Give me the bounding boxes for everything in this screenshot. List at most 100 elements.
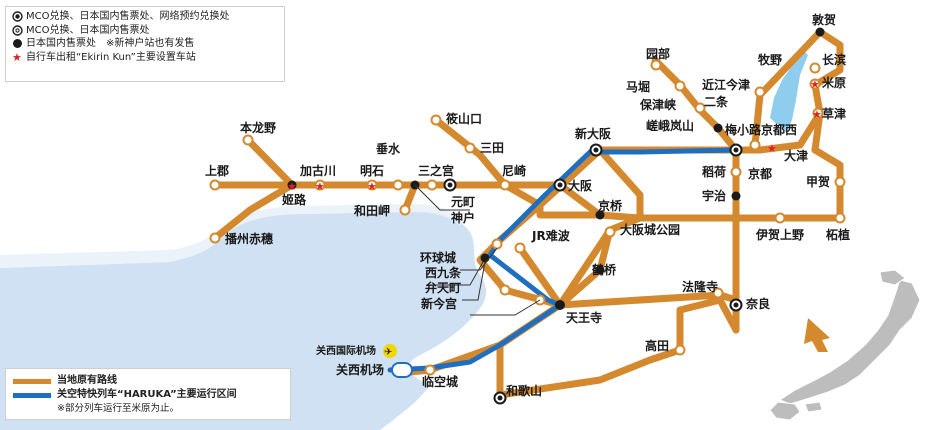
- station-marker[interactable]: [557, 182, 563, 188]
- station-marker[interactable]: [391, 362, 413, 378]
- station-label: 和田岬: [353, 203, 390, 218]
- inset-arrow-icon: [804, 318, 830, 352]
- station-marker[interactable]: [713, 123, 723, 133]
- station-marker[interactable]: [733, 302, 739, 308]
- station-label: 天王寺: [566, 310, 602, 325]
- station-marker[interactable]: [314, 179, 326, 191]
- station-marker[interactable]: [674, 344, 686, 356]
- local-line-swatch: [13, 378, 51, 384]
- station-label: 马堀: [626, 79, 650, 94]
- station-label: 元町: [451, 195, 475, 209]
- line-hokuriku: [811, 28, 844, 154]
- station-marker[interactable]: [834, 176, 846, 188]
- station-marker[interactable]: [480, 253, 490, 263]
- station-label: 草津: [822, 106, 846, 121]
- station-marker[interactable]: [287, 180, 297, 190]
- ticket-office-icon: [12, 38, 26, 49]
- station-label: 保津峡: [639, 97, 676, 112]
- line-jrnamba: [516, 244, 564, 309]
- bike-rental-star-icon: ★: [812, 108, 822, 121]
- station-marker[interactable]: [209, 179, 221, 191]
- station-marker[interactable]: [430, 114, 442, 126]
- airport-icon: [383, 344, 397, 358]
- station-marker[interactable]: [447, 182, 453, 188]
- station-label: 大津: [784, 148, 808, 163]
- station-label: 关西机场: [336, 362, 384, 377]
- station-label: 弁天町: [425, 280, 461, 295]
- station-marker[interactable]: [499, 179, 511, 191]
- station-marker[interactable]: [749, 139, 761, 151]
- station-marker[interactable]: [754, 86, 766, 98]
- station-label: 明石: [360, 164, 384, 178]
- station-marker[interactable]: [399, 204, 411, 216]
- mco-exchange-network-icon: [12, 11, 26, 22]
- station-marker[interactable]: [491, 238, 503, 250]
- coast-shading: [0, 204, 466, 268]
- station-label: 二条: [704, 94, 729, 109]
- legend-row: MCO兑换、日本国内售票处: [12, 24, 278, 38]
- station-label: 大阪: [568, 178, 593, 193]
- leader-lines: [414, 184, 541, 316]
- station-marker[interactable]: [809, 78, 821, 90]
- legend-text: MCO兑换、日本国内售票处: [26, 24, 150, 36]
- station-label: 法隆寺: [682, 279, 718, 294]
- station-marker[interactable]: [514, 242, 526, 254]
- station-label: 牧野: [758, 52, 782, 67]
- line-osakajokoen: [596, 146, 644, 222]
- station-label: 近江今津: [702, 77, 750, 92]
- station-marker[interactable]: [464, 142, 476, 154]
- station-marker[interactable]: [593, 147, 599, 153]
- legend-row: 关空特快列车“HARUKA”主要运行区间: [13, 388, 283, 402]
- bike-rental-star-icon: ★: [315, 180, 325, 193]
- station-label: 尼崎: [502, 163, 526, 178]
- bike-rental-star-icon: ★: [767, 142, 777, 155]
- station-marker[interactable]: [604, 226, 616, 238]
- station-marker[interactable]: [424, 364, 436, 376]
- japan-inset: [769, 269, 921, 421]
- station-label: 垂水: [376, 141, 401, 156]
- station-marker[interactable]: [809, 62, 821, 74]
- station-marker[interactable]: [650, 59, 662, 71]
- station-label: JR难波: [531, 228, 571, 243]
- station-label: 三之宫: [418, 163, 454, 178]
- station-label: 新今宫: [421, 296, 457, 311]
- station-label: 高田: [645, 338, 669, 353]
- station-label: 甲贺: [806, 174, 830, 189]
- station-label: 环球城: [420, 250, 456, 265]
- station-marker[interactable]: [834, 212, 846, 224]
- airport-plane-glyph: ✈: [384, 347, 392, 358]
- station-marker[interactable]: [595, 265, 605, 275]
- station-marker[interactable]: [366, 179, 378, 191]
- legend-note: ※部分列车运行至米原为止。: [57, 403, 179, 414]
- station-marker[interactable]: [392, 179, 404, 191]
- line-biwako: [732, 109, 824, 154]
- station-marker[interactable]: [730, 166, 742, 178]
- station-labels: 敦贺 牧野 长滨 米原 草津 园部 近江今津 马堀 保津峡 二条 嵯峨岚山 梅小…: [205, 12, 850, 398]
- station-marker[interactable]: [774, 212, 786, 224]
- station-marker[interactable]: [815, 27, 825, 37]
- legend-text: 自行车出租“Ekirin Kun”主要设置车站: [26, 51, 196, 63]
- station-label: 敦贺: [812, 12, 836, 27]
- station-marker[interactable]: [712, 287, 724, 299]
- legend-row: 日本国内售票处 ※新神户站也有发售: [12, 37, 278, 51]
- station-marker[interactable]: [733, 147, 739, 153]
- station-label: 播州赤穗: [225, 231, 273, 246]
- station-label: 神户: [451, 210, 475, 225]
- station-label: 园部: [646, 46, 670, 61]
- station-label: 上郡: [205, 163, 229, 178]
- station-marker[interactable]: [731, 191, 741, 201]
- station-marker[interactable]: [499, 284, 511, 296]
- station-marker[interactable]: [694, 102, 706, 114]
- bike-rental-stars: ★ ★ ★ ★ ★ ★: [287, 78, 822, 193]
- station-marker[interactable]: [209, 232, 221, 244]
- station-marker[interactable]: [426, 179, 438, 191]
- station-marker[interactable]: [497, 395, 503, 401]
- station-marker[interactable]: [555, 300, 565, 310]
- station-marker[interactable]: [674, 80, 686, 92]
- line-ako: [211, 181, 296, 242]
- station-marker[interactable]: [812, 107, 824, 119]
- station-marker[interactable]: [242, 134, 254, 146]
- station-marker[interactable]: [595, 210, 605, 220]
- airport-label: 关西国际机场: [316, 344, 376, 357]
- line-legend: 当地原有路线 关空特快列车“HARUKA”主要运行区间 ※部分列车运行至米原为止…: [5, 368, 291, 420]
